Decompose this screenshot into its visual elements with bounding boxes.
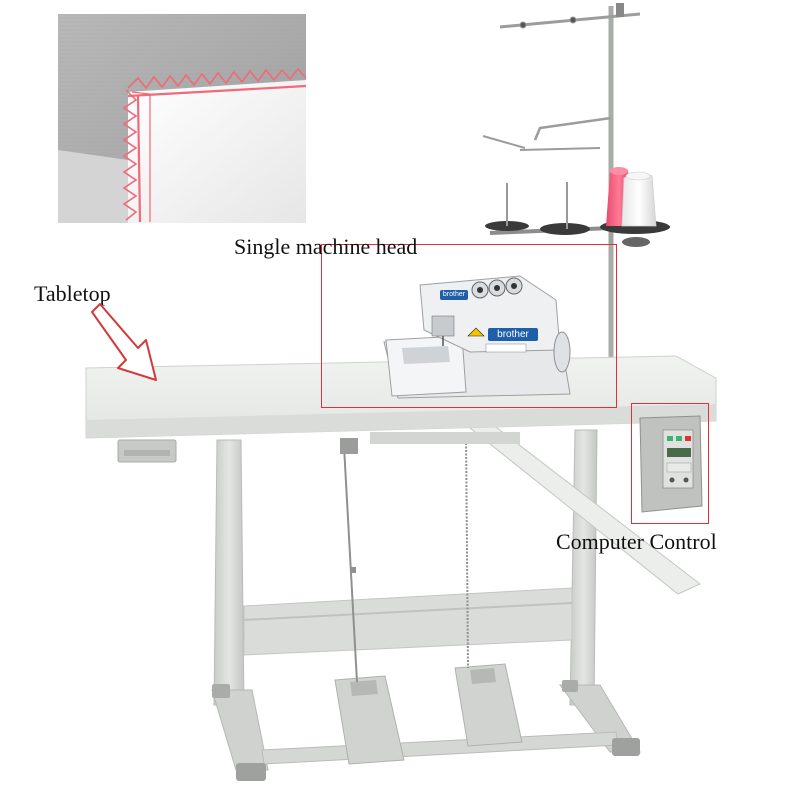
foot-pedals xyxy=(334,663,523,765)
brand-plate-text: brother xyxy=(442,291,466,298)
pedal-linkage xyxy=(340,435,469,683)
computer-control-label: Computer Control xyxy=(556,529,717,554)
tabletop-label: Tabletop xyxy=(34,281,111,306)
thread-cones xyxy=(606,167,657,227)
machine-head-highlight-box xyxy=(321,244,617,408)
stitch-detail-inset xyxy=(58,14,307,223)
computer-control-box xyxy=(639,415,703,513)
brand-plate-text-front: brother xyxy=(497,329,529,340)
table-frame xyxy=(211,429,641,781)
sewing-machine-head xyxy=(383,275,571,399)
machine-head-label: Single machine head xyxy=(234,234,418,259)
tabletop-arrow-icon xyxy=(91,303,157,381)
computer-control-highlight-box xyxy=(631,403,709,524)
